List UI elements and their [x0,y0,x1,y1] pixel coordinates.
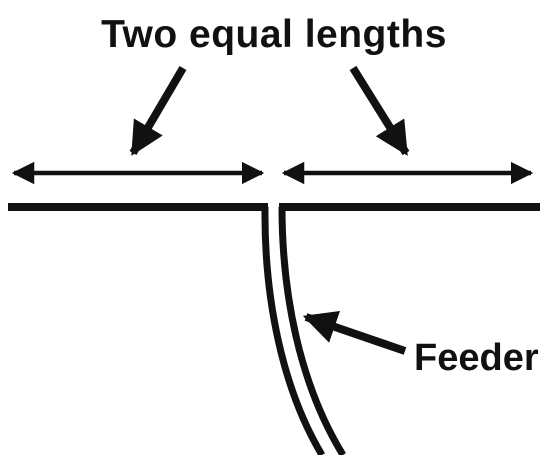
two-equal-lengths-label: Two equal lengths [101,13,447,56]
feeder-left-conductor [261,206,326,455]
feeder-right-conductor [278,206,346,455]
feeder-label: Feeder [414,337,539,379]
right-pointer-arrow [349,65,410,156]
feeder-pointer-arrow [302,310,407,355]
left-pointer-arrow [129,65,187,156]
